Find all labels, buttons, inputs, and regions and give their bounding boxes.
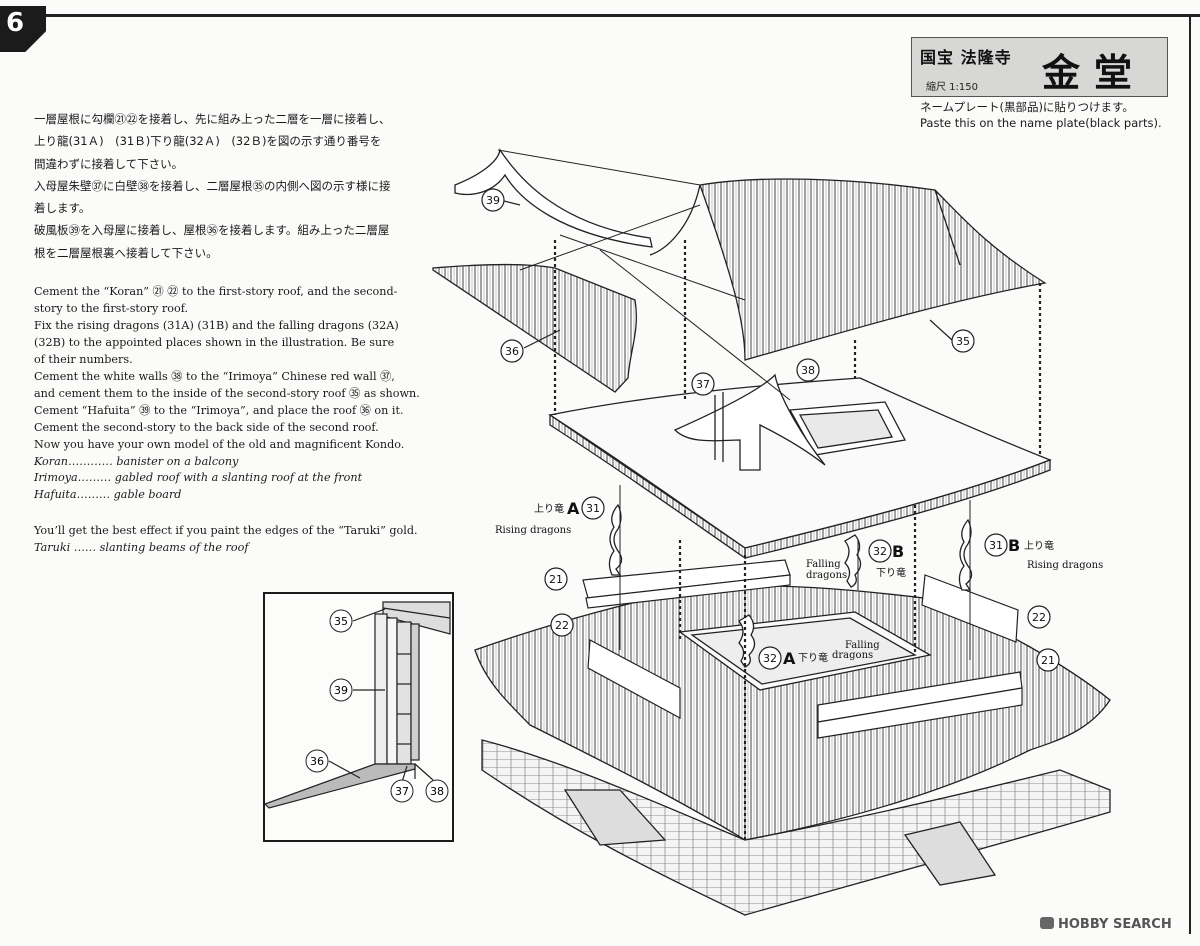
dragon-figures [608, 503, 973, 668]
letter-b-falling: B [892, 542, 904, 561]
label-rising-jp-b: 上り竜 [1024, 539, 1054, 552]
jp-line: 着します。 [34, 201, 91, 216]
label-falling-jp-a: 下り竜 [798, 651, 828, 664]
callout-21: 21 [1041, 654, 1055, 667]
letter-b: B [1008, 536, 1020, 555]
glossary-hafuita: Hafuita……… gable board [34, 488, 182, 502]
letter-a: A [567, 499, 580, 518]
callout-36: 36 [310, 755, 324, 768]
inset-drawing: 35 39 36 37 38 [265, 601, 451, 809]
en-line: of their numbers. [34, 352, 133, 366]
label-rising-en-b: Rising dragons [1027, 560, 1103, 571]
callout-38: 38 [801, 364, 815, 377]
inset-callouts: 35 39 36 37 38 [305, 609, 449, 803]
watermark: HOBBY SEARCH [1040, 917, 1172, 932]
en-line: Fix the rising dragons (31A) (31B) and t… [34, 318, 399, 332]
label-rising-en: Rising dragons [495, 525, 571, 536]
first-story-roof [474, 585, 1111, 916]
step-number: 6 [6, 8, 25, 38]
callout-31: 31 [586, 502, 600, 515]
label-falling-en-2: dragons [806, 570, 847, 581]
glossary-taruki: Taruki …… slanting beams of the roof [34, 540, 249, 554]
alignment-guides [497, 149, 1042, 840]
callout-39: 39 [334, 684, 348, 697]
callout-32: 32 [763, 652, 777, 665]
en-line: and cement them to the inside of the sec… [34, 386, 420, 400]
plate-title: 金堂 [1042, 50, 1147, 95]
instructions-jp: 一層屋根に勾欄㉑㉒を接着し、先に組み上った二層を一層に接着し、 上り龍(31Ａ)… [34, 108, 414, 264]
letter-a-falling: A [783, 649, 796, 668]
second-story-base [548, 373, 1052, 560]
callout-37: 37 [696, 378, 710, 391]
paint-tip-block: You’ll get the best effect if you paint … [34, 523, 418, 556]
callout-35: 35 [956, 335, 970, 348]
right-rule [1189, 14, 1191, 934]
irimoya-roof-panel [432, 263, 638, 393]
jp-line: 上り龍(31Ａ) (31Ｂ)下り龍(32Ａ) (32Ｂ)を図の示す通り番号を [34, 134, 382, 149]
glossary-irimoya: Irimoya……… gabled roof with a slanting r… [34, 471, 363, 485]
jp-line: 破風板㊴を入母屋に接着し、屋根㊱を接着します。組み上った二層屋 [34, 223, 390, 238]
name-plate: 国宝 法隆寺 金堂 縮尺 1:150 [911, 37, 1168, 97]
main-callouts: 39 36 35 37 38 21 22 22 21 31 31 32 32 [481, 188, 1060, 672]
jp-line: 一層屋根に勾欄㉑㉒を接着し、先に組み上った二層を一層に接着し、 [34, 112, 391, 126]
jp-line: 入母屋朱壁㊲に白壁㊳を接着し、二層屋根㉟の内側へ図の示す様に接 [34, 178, 391, 193]
en-line: Cement the second-story to the back side… [34, 420, 379, 434]
label-falling-en-1: Falling [806, 559, 841, 570]
callout-36: 36 [505, 345, 519, 358]
label-falling-jp-b: 下り竜 [876, 566, 906, 579]
callout-31: 31 [989, 539, 1003, 552]
callout-22: 22 [555, 619, 569, 632]
en-line: Cement the “Koran” ㉑ ㉒ to the first-stor… [34, 285, 398, 298]
top-rule [0, 14, 1200, 17]
callout-22: 22 [1032, 611, 1046, 624]
callout-32: 32 [873, 545, 887, 558]
en-line: Cement “Hafuita” ㊴ to the “Irimoya”, and… [34, 403, 404, 417]
plate-scale: 縮尺 1:150 [926, 82, 978, 93]
en-line: story to the first-story roof. [34, 301, 189, 315]
label-falling-en-3: Falling [845, 640, 880, 651]
callout-38: 38 [430, 785, 444, 798]
en-line: (32B) to the appointed places shown in t… [34, 335, 395, 349]
dragon-labels: 上り竜 A Rising dragons B 上り竜 Rising dragon… [495, 499, 1103, 668]
plate-subtitle: 国宝 法隆寺 [920, 48, 1012, 67]
hobby-search-logo-icon [1040, 917, 1054, 929]
second-story-roof [649, 178, 1047, 361]
label-rising-jp: 上り竜 [534, 502, 564, 515]
balustrades [582, 559, 1023, 739]
inset-detail: 35 39 36 37 38 [263, 592, 454, 842]
jp-line: 根を二層屋根裏へ接着して下さい。 [34, 245, 218, 260]
instructions-en: Cement the “Koran” ㉑ ㉒ to the first-stor… [34, 284, 424, 504]
glossary-koran: Koran………… banister on a balcony [34, 454, 239, 468]
plate-note-en: Paste this on the name plate(black parts… [920, 116, 1162, 130]
callout-37: 37 [395, 785, 409, 798]
en-line: Cement the white walls ㊳ to the “Irimoya… [34, 369, 395, 383]
callout-39: 39 [486, 194, 500, 207]
watermark-text: HOBBY SEARCH [1058, 917, 1172, 932]
plate-note-jp: ネームプレート(黒部品)に貼りつけます。 [920, 100, 1134, 114]
paint-tip: You’ll get the best effect if you paint … [34, 524, 418, 537]
label-falling-en-4: dragons [832, 650, 873, 661]
callout-35: 35 [334, 615, 348, 628]
callout-21: 21 [549, 573, 563, 586]
en-line: Now you have your own model of the old a… [34, 437, 405, 451]
jp-line: 間違わずに接着して下さい。 [34, 156, 184, 171]
